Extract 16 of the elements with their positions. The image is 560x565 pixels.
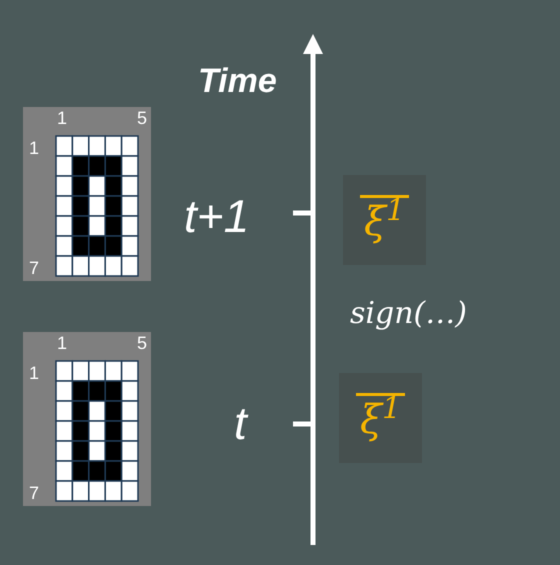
pattern-vector-box <box>343 175 426 265</box>
grid-index-label: 1 <box>29 362 40 384</box>
grid-index-label: 5 <box>137 107 148 129</box>
grid-index-label: 1 <box>29 137 40 159</box>
pixel-grid-panel <box>23 332 151 506</box>
axis-label: sign(…) <box>350 295 467 332</box>
grid-index-label: 7 <box>29 257 40 279</box>
axis-label: Time <box>198 61 277 102</box>
axis-label: t <box>234 396 247 451</box>
grid-index-label: 7 <box>29 482 40 504</box>
pixel-grid-panel <box>23 107 151 281</box>
pattern-vector-box <box>339 373 422 463</box>
grid-index-label: 5 <box>137 332 148 354</box>
grid-index-label: 1 <box>57 332 68 354</box>
axis-label: t+1 <box>184 189 250 244</box>
grid-index-label: 1 <box>57 107 68 129</box>
